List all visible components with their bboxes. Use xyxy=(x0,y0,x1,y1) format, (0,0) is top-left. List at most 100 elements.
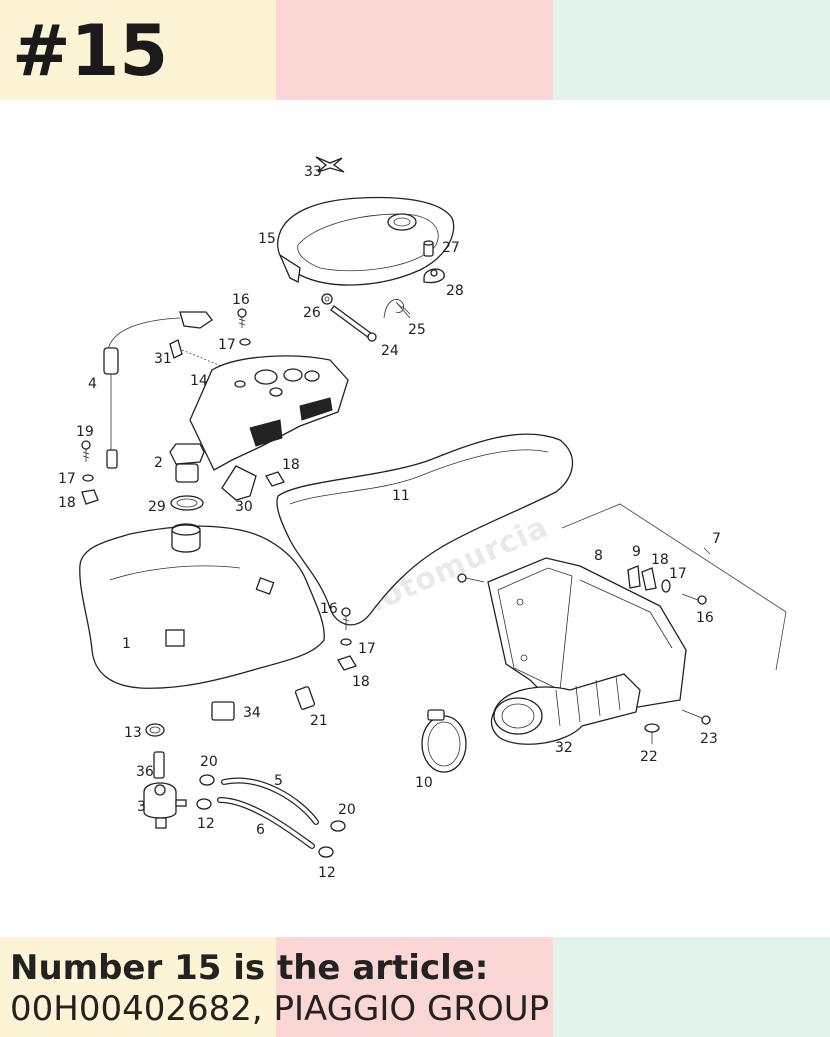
part-27-plug xyxy=(423,240,434,257)
callout-29: 29 xyxy=(148,499,166,515)
callout-26: 26 xyxy=(303,305,321,321)
band-yellow xyxy=(0,0,276,100)
callout-2: 2 xyxy=(154,455,163,471)
callout-18-mid: 18 xyxy=(282,457,300,473)
callout-7: 7 xyxy=(712,531,721,547)
part-17-washer-top xyxy=(239,338,251,346)
part-8-airbox xyxy=(487,557,687,711)
part-18-nut-lower xyxy=(337,655,357,671)
callout-22: 22 xyxy=(640,749,658,765)
callout-20-right: 20 xyxy=(338,802,356,818)
band-yellow-bottom xyxy=(0,937,276,1037)
part-20-clip-left xyxy=(199,774,215,786)
callout-5: 5 xyxy=(274,773,283,789)
part-18-nut-left xyxy=(81,489,99,505)
part-17-washer-mid xyxy=(340,638,352,646)
callout-4: 4 xyxy=(88,376,97,392)
part-16-screw-mid xyxy=(341,607,351,630)
part-18-nut-mid xyxy=(265,471,285,487)
part-22-plug xyxy=(644,723,660,744)
part-6-hose xyxy=(217,797,315,849)
part-26-nut xyxy=(321,293,333,305)
callout-13: 13 xyxy=(124,725,142,741)
part-11-seat xyxy=(276,433,574,626)
exploded-parts-diagram: motomurcia xyxy=(58,156,787,881)
callout-19: 19 xyxy=(76,424,94,440)
callout-33: 33 xyxy=(304,164,322,180)
part-screw-airbox-left xyxy=(457,573,485,583)
callout-34: 34 xyxy=(243,705,261,721)
part-24-bolt xyxy=(330,305,377,342)
band-pink xyxy=(276,0,553,100)
part-14-tank-bracket xyxy=(189,355,349,471)
callout-17-right: 17 xyxy=(669,566,687,582)
part-19-screw xyxy=(81,440,91,462)
part-17-washer-left xyxy=(82,474,94,482)
part-2-filler-cap xyxy=(169,443,205,483)
callout-32: 32 xyxy=(555,740,573,756)
part-18-nut-right xyxy=(641,567,657,591)
part-31-small-piece xyxy=(169,339,183,359)
callout-6: 6 xyxy=(256,822,265,838)
header-band xyxy=(0,0,830,100)
part-29-seal-ring xyxy=(170,495,204,511)
part-17-washer-right xyxy=(661,579,671,593)
part-7-airbox-group-line xyxy=(561,503,787,671)
part-5-hose xyxy=(221,777,319,825)
band-mint xyxy=(553,0,830,100)
part-32-intake-hose xyxy=(490,673,641,745)
callout-16-right: 16 xyxy=(696,610,714,626)
caption-band xyxy=(0,937,830,1037)
callout-12-left: 12 xyxy=(197,816,215,832)
callout-10: 10 xyxy=(415,775,433,791)
callout-24: 24 xyxy=(381,343,399,359)
callout-21: 21 xyxy=(310,713,328,729)
part-16-screw-top xyxy=(237,308,247,328)
band-mint-bottom xyxy=(553,937,830,1037)
part-21-pad xyxy=(294,686,316,710)
callout-16-top: 16 xyxy=(232,292,250,308)
callout-25: 25 xyxy=(408,322,426,338)
part-13-clamp xyxy=(145,723,165,737)
callout-14: 14 xyxy=(190,373,208,389)
callout-36: 36 xyxy=(136,764,154,780)
part-28-clip xyxy=(423,268,445,284)
part-12-clip-right xyxy=(318,846,334,858)
callout-23: 23 xyxy=(700,731,718,747)
callout-17-left: 17 xyxy=(58,471,76,487)
callout-18-right: 18 xyxy=(651,552,669,568)
callout-27: 27 xyxy=(442,240,460,256)
part-25-spring xyxy=(383,299,411,319)
part-number-heading: #15 xyxy=(12,10,169,92)
article-caption: Number 15 is the article: 00H00402682, P… xyxy=(10,948,549,1030)
callout-11: 11 xyxy=(392,488,410,504)
callout-12-right: 12 xyxy=(318,865,336,881)
part-1-fuel-tank xyxy=(79,523,325,689)
callout-28: 28 xyxy=(446,283,464,299)
callout-1: 1 xyxy=(122,636,131,652)
caption-article-number: 00H00402682, PIAGGIO GROUP xyxy=(10,989,550,1029)
caption-title: Number 15 is the article: xyxy=(10,948,489,988)
callout-3: 3 xyxy=(137,799,146,815)
part-10-hose-clamp xyxy=(421,709,467,773)
band-pink-bottom xyxy=(276,937,553,1037)
part-16-screw-right xyxy=(681,593,707,605)
part-12-clip-left xyxy=(196,798,212,810)
callout-18-left: 18 xyxy=(58,495,76,511)
callout-8: 8 xyxy=(594,548,603,564)
callout-9: 9 xyxy=(632,544,641,560)
part-33-clip xyxy=(315,156,345,173)
callout-15: 15 xyxy=(258,231,276,247)
part-15-tank-cover xyxy=(277,196,455,286)
part-4-fuel-sensor xyxy=(103,311,213,469)
part-30-bracket xyxy=(221,465,257,501)
part-34-pad xyxy=(211,701,235,721)
part-3-fuel-tap xyxy=(143,751,187,829)
part-23-screw xyxy=(681,709,711,725)
callout-17-mid: 17 xyxy=(358,641,376,657)
callout-18-lower: 18 xyxy=(352,674,370,690)
callout-16-mid: 16 xyxy=(320,601,338,617)
callout-17-top: 17 xyxy=(218,337,236,353)
part-20-clip-right xyxy=(330,820,346,832)
callout-30: 30 xyxy=(235,499,253,515)
